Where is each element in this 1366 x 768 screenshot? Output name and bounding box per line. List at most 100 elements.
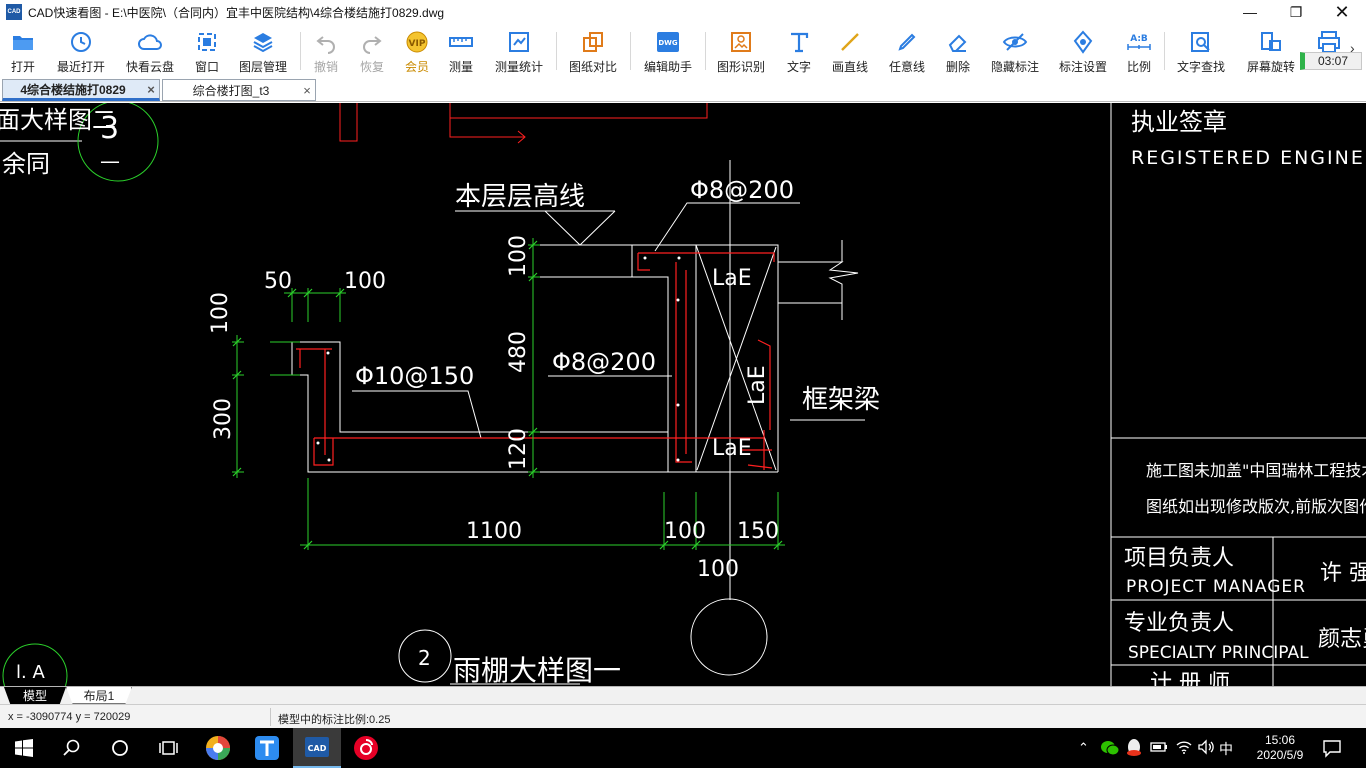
circle-number-text: 3 [100,111,119,146]
toolbar-label: 删除 [945,60,970,74]
annotation-settings-button[interactable]: 标注设置 [1054,24,1112,78]
toolbar-more-icon[interactable]: › [1350,40,1355,56]
toolbar-label: 会员 [404,60,429,74]
start-button[interactable] [0,728,48,768]
cad-app-icon: CAD [6,4,22,20]
toolbar-label: 窗口 [194,60,219,74]
drawing-canvas[interactable]: 面大样图二 3 余同 — 本层层高线 Φ8@200 LaE LaE Φ10@15… [0,103,1366,686]
window-title: CAD快速看图 - E:\中医院\（合同内）宜丰中医院结构\4综合楼结施打082… [28,5,445,20]
recent-open-button[interactable]: 最近打开 [52,24,110,78]
draw-line-button[interactable]: 画直线 [826,24,874,78]
note-line2-text: 图纸如出现修改版次,前版次图作废。 [1146,497,1366,516]
open-button[interactable]: 打开 [0,24,46,78]
layout-tab-bar: 模型 布局1 [0,686,1366,704]
taskbar-music-app[interactable] [342,728,390,768]
tray-date-text: 2020/5/9 [1256,748,1304,762]
scale-button[interactable]: A:B 比例 [1120,24,1158,78]
redo-icon [363,36,382,54]
wifi-icon[interactable] [1176,739,1192,758]
vip-icon: VIP [406,31,428,53]
undo-icon [316,36,335,54]
tab-close-icon[interactable]: × [147,81,155,97]
dim-top-100-text: 100 [506,235,531,277]
svg-text:CAD: CAD [308,744,327,753]
measure-stats-icon [509,32,529,52]
text-tool-button[interactable]: 文字 [780,24,818,78]
dim-100-side-text: 100 [208,292,233,334]
window-button[interactable]: 窗口 [188,24,226,78]
sign-en-text: REGISTERED ENGINEER S [1131,147,1366,169]
annotation-scale-text: 模型中的标注比例:0.25 [278,714,391,726]
section-title-text: 雨棚大样图一 [453,654,621,686]
notification-icon[interactable] [1322,738,1342,761]
tab-document-1[interactable]: 4综合楼结施打0829 × [2,79,160,101]
sp-name-text: 颜志勇 [1318,627,1366,652]
tab-label: 4综合楼结施打0829 [20,82,126,97]
task-view-button[interactable] [144,728,192,768]
rebar-top-label: Φ8@200 [690,176,794,204]
tab-close-icon[interactable]: × [303,82,311,98]
cad-viewer-icon: CAD [305,737,329,757]
undo-button[interactable]: 撤销 [306,24,346,78]
measure-button[interactable]: 测量 [442,24,480,78]
frame-beam-label: 框架梁 [802,385,880,415]
status-bar: x = -3090774 y = 720029 模型中的标注比例:0.25 [0,704,1366,728]
layer-manager-button[interactable]: 图层管理 [234,24,292,78]
toolbar-label: 恢复 [359,60,384,74]
ime-indicator[interactable]: 中 [1219,741,1233,757]
floor-elevation-label: 本层层高线 [455,182,585,212]
tray-clock[interactable]: 15:06 2020/5/9 [1248,733,1312,763]
wechat-icon[interactable] [1100,739,1120,760]
text-search-button[interactable]: 文字查找 [1172,24,1230,78]
eraser-icon [948,34,967,52]
delete-button[interactable]: 删除 [940,24,976,78]
volume-icon[interactable] [1197,739,1215,758]
ucs-label: l. A [16,662,45,683]
compare-icon [583,32,603,52]
tab-document-2[interactable]: 综合楼打图_t3 × [162,79,316,101]
toolbar-label: 画直线 [831,60,868,74]
cursor-coordinates: x = -3090774 y = 720029 [8,711,131,723]
toolbar-label: 屏幕旋转 [1246,60,1295,74]
toolbar-label: 编辑助手 [643,60,692,74]
rotate-screen-button[interactable]: 屏幕旋转 [1242,24,1300,78]
tray-time-text: 15:06 [1264,733,1296,747]
layers-icon [253,33,273,53]
rebar-slab-label: Φ10@150 [355,362,474,390]
taskbar-cad-viewer[interactable]: CAD [293,728,341,768]
tab-layout1[interactable]: 布局1 [66,687,132,704]
freehand-line-button[interactable]: 任意线 [884,24,930,78]
scale-icon: A:B [1127,34,1151,50]
circle-dash-text: — [100,149,120,173]
print-icon[interactable] [1316,30,1342,57]
dim-100-text: 100 [344,269,386,294]
tray-chevron-icon[interactable]: ⌃ [1078,740,1089,755]
clock-icon [71,32,91,52]
ruler-icon [449,37,473,47]
battery-icon[interactable] [1150,741,1168,756]
cortana-button[interactable] [96,728,144,768]
search-button[interactable] [48,728,96,768]
text-app-icon [255,736,279,760]
sp-cn-text: 专业负责人 [1124,611,1234,636]
shape-recognize-icon [731,32,751,52]
hide-annotation-button[interactable]: 隐藏标注 [986,24,1044,78]
toolbar-label: 隐藏标注 [990,60,1039,74]
vip-button[interactable]: VIP 会员 [398,24,436,78]
maximize-button[interactable]: ❐ [1289,3,1303,20]
taskbar-browser[interactable] [194,728,242,768]
shape-recognize-button[interactable]: 图形识别 [712,24,770,78]
drawing-compare-button[interactable]: 图纸对比 [564,24,622,78]
toolbar-label: 标注设置 [1058,60,1107,74]
taskbar-text-app[interactable] [243,728,291,768]
dim-480-text: 480 [506,331,531,373]
measure-stats-button[interactable]: 测量统计 [490,24,548,78]
close-button[interactable]: ✕ [1334,1,1350,22]
document-tab-bar: 4综合楼结施打0829 × 综合楼打图_t3 × [0,78,1366,102]
minimize-button[interactable]: — [1243,4,1257,20]
redo-button[interactable]: 恢复 [352,24,392,78]
edit-assistant-button[interactable]: DWG 编辑助手 [638,24,698,78]
cloud-disk-button[interactable]: 快看云盘 [120,24,180,78]
tab-model[interactable]: 模型 [4,687,66,704]
qq-icon[interactable] [1126,738,1142,761]
